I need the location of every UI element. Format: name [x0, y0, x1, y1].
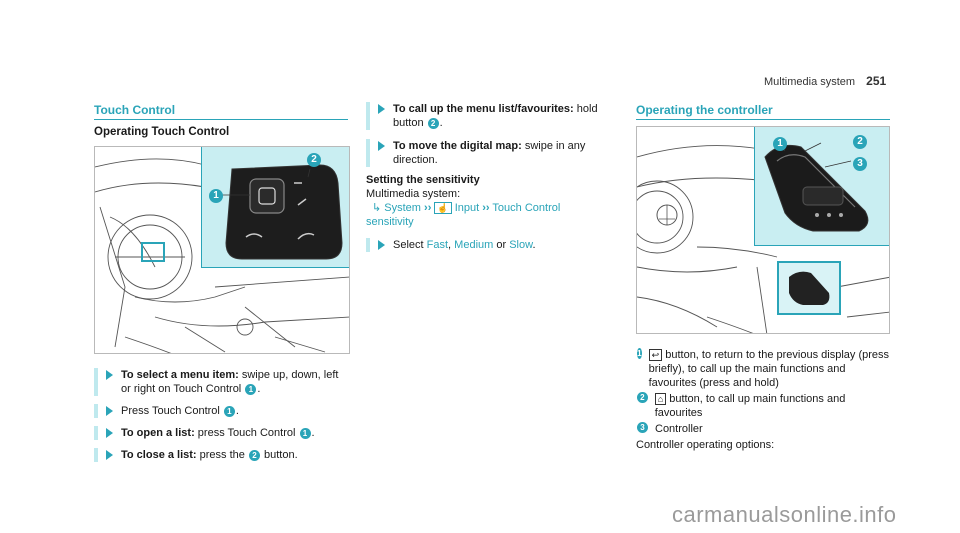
step-move-digital-map: To move the digital map: swipe in any di… [366, 139, 616, 167]
controller-zoom-panel: 1 2 3 [754, 127, 889, 246]
step-arrow-icon [378, 141, 385, 151]
step-arrow-icon [106, 406, 113, 416]
path-sensitivity: sensitivity [366, 216, 414, 228]
title-rule [636, 119, 890, 120]
step-open-list: To open a list: press Touch Control 1. [94, 426, 350, 440]
title-rule [94, 119, 348, 120]
ref-badge: 1 [223, 405, 235, 417]
callout-1: 1 [773, 137, 787, 151]
step-arrow-icon [106, 428, 113, 438]
path-chevron-icon: ›› [424, 202, 432, 214]
controller-pad-illustration [764, 142, 869, 232]
path-touch-control: Touch Control [492, 202, 561, 214]
ref-badge: 2 [248, 449, 260, 461]
controller-options-line: Controller operating options: [636, 439, 775, 451]
touch-control-zoom-panel: 1 2 [201, 147, 349, 268]
ref-badge: 2 [427, 117, 439, 129]
path-chevron-icon: ›› [482, 202, 490, 214]
legend-badge: 3 [637, 422, 648, 433]
controller-legend: 1 ↩ button, to return to the previous di… [636, 348, 890, 452]
legend-badge: 2 [637, 392, 648, 403]
touch-control-figure: 1 2 [94, 146, 350, 354]
back-button-icon: ↩ [648, 349, 663, 362]
legend-item-1: 1 ↩ button, to return to the previous di… [637, 348, 890, 389]
step-arrow-icon [378, 104, 385, 114]
page-number: 251 [866, 74, 887, 88]
step-arrow-icon [106, 450, 113, 460]
section-name: Multimedia system [764, 76, 856, 88]
ref-badge: 1 [245, 383, 257, 395]
section-title-touch-control: Touch Control [94, 103, 176, 117]
watermark: carmanualsonline.info [672, 502, 897, 527]
callout-2: 2 [307, 153, 321, 167]
option-medium: Medium [454, 239, 494, 251]
step-close-list: To close a list: press the 2 button. [94, 448, 350, 462]
legend-item-2: 2 ⌂ button, to call up main functions an… [636, 392, 890, 420]
option-slow: Slow [509, 239, 533, 251]
dashboard-illustration [95, 158, 349, 353]
step-select-sensitivity: Select Fast, Medium or Slow. [366, 238, 616, 252]
path-input: Input [454, 202, 480, 214]
legend-item-3: 3 Controller [636, 422, 890, 436]
menu-path: ↳ System ›› ☝ Input ›› Touch Control [366, 201, 616, 215]
col1-steps: To select a menu item: swipe up, down, l… [94, 368, 350, 462]
step-arrow-icon [378, 240, 385, 250]
ref-badge: 1 [299, 427, 311, 439]
path-system: System [384, 202, 421, 214]
path-arrow-icon: ↳ [372, 202, 382, 214]
controller-figure: 1 2 3 [636, 126, 890, 334]
sensitivity-heading: Setting the sensitivity [366, 174, 480, 186]
step-menu-list-favourites: To call up the menu list/favourites: hol… [366, 102, 616, 130]
step-select-menu-item: To select a menu item: swipe up, down, l… [94, 368, 350, 396]
step-press-touch-control: Press Touch Control 1. [94, 404, 350, 418]
sensitivity-intro: Multimedia system: [366, 188, 461, 200]
legend-badge: 1 [637, 348, 642, 359]
callout-1: 1 [209, 189, 223, 203]
subtitle-operating-touch-control: Operating Touch Control [94, 126, 230, 138]
callout-3: 3 [853, 157, 867, 171]
col2: To call up the menu list/favourites: hol… [366, 102, 616, 252]
home-button-icon: ⌂ [654, 393, 667, 406]
step-arrow-icon [106, 370, 113, 380]
touch-control-pad-illustration [222, 164, 343, 260]
section-title-operating-controller: Operating the controller [636, 103, 773, 117]
option-fast: Fast [426, 239, 449, 251]
input-hand-icon: ☝ [434, 202, 452, 215]
callout-2: 2 [853, 135, 867, 149]
controller-highlight-box [777, 261, 841, 315]
running-header: Multimedia system 251 [764, 74, 886, 88]
